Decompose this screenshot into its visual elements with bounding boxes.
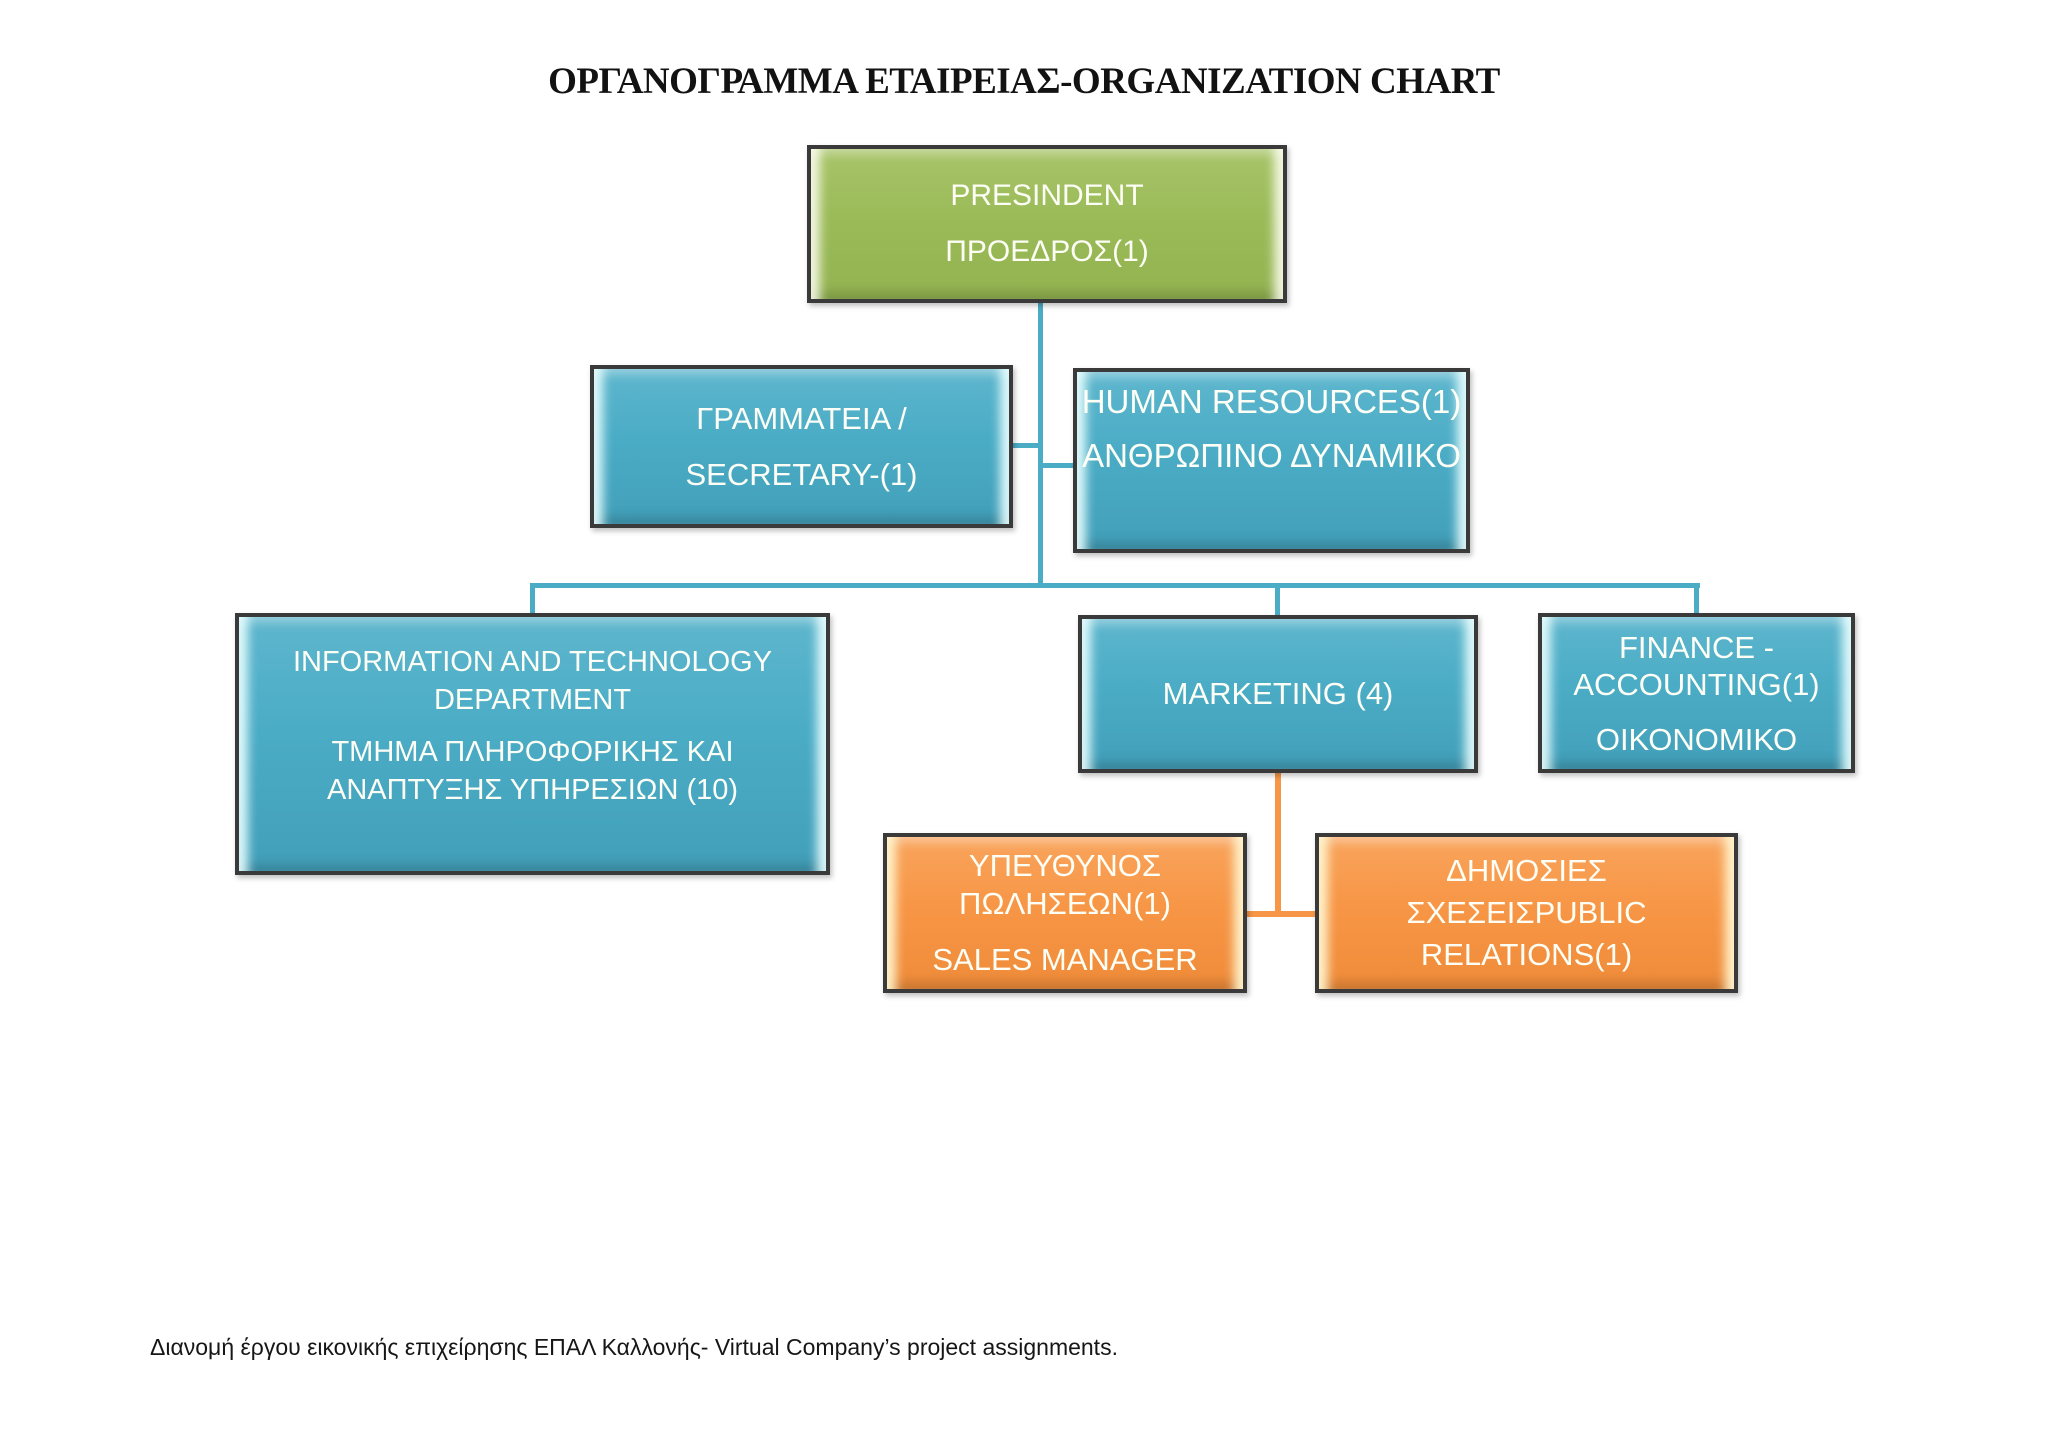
node-text-line: ΥΠΕΥΘΥΝΟΣ xyxy=(968,848,1162,883)
node-text-line: FINANCE - xyxy=(1619,629,1774,665)
node-text-line: DEPARTMENT xyxy=(433,684,632,716)
connector-secretary-stub xyxy=(1010,443,1041,448)
connector-level3-bus xyxy=(530,583,1700,588)
caption-text: Διανομή έργου εικονικής επιχείρησης ΕΠΑΛ… xyxy=(150,1334,1118,1360)
page-title: ΟΡΓΑΝΟΓΡΑΜΜΑ ΕΤΑΙΡΕΙΑΣ-ORGANIZATION CHAR… xyxy=(548,61,1500,102)
node-text-line: RELATIONS(1) xyxy=(1420,937,1633,972)
org-node-public-relations: ΔΗΜΟΣΙΕΣ ΣΧΕΣΕΙΣPUBLIC RELATIONS(1) xyxy=(1315,833,1738,993)
node-text-line: ΔΗΜΟΣΙΕΣ xyxy=(1446,853,1607,888)
connector-drop-marketing xyxy=(1275,586,1280,617)
node-text-line: SECRETARY-(1) xyxy=(685,456,918,492)
node-text-line: HUMAN RESOURCES(1) xyxy=(1081,383,1462,420)
node-text-line: ΣΧΕΣΕΙΣPUBLIC xyxy=(1406,895,1647,930)
connector-hr-stub xyxy=(1041,463,1075,468)
org-node-human-resources: HUMAN RESOURCES(1) ΑΝΘΡΩΠΙΝΟ ΔΥΝΑΜΙΚΟ xyxy=(1073,368,1470,553)
node-text-line: SALES MANAGER xyxy=(932,942,1198,977)
node-text-line: MARKETING (4) xyxy=(1162,676,1394,711)
node-text-line: ΠΡΟΕΔΡΟΣ(1) xyxy=(945,235,1149,268)
node-text-line: PRESINDENT xyxy=(950,179,1144,212)
node-text-line: ΠΩΛΗΣΕΩΝ(1) xyxy=(959,886,1171,921)
connector-sales-pr-horizontal xyxy=(1247,911,1317,917)
org-node-marketing: MARKETING (4) xyxy=(1078,615,1478,773)
org-node-sales-manager: ΥΠΕΥΘΥΝΟΣ ΠΩΛΗΣΕΩΝ(1) SALES MANAGER xyxy=(883,833,1247,993)
node-text-line: INFORMATION AND TECHNOLOGY xyxy=(292,646,773,678)
node-text-line: ΤΜΗΜΑ ΠΛΗΡΟΦΟΡΙΚΗΣ ΚΑΙ xyxy=(331,736,734,768)
node-text-line: ΓΡΑΜΜΑΤΕΙΑ / xyxy=(696,400,907,436)
connector-drop-finance xyxy=(1694,586,1699,615)
connector-drop-it xyxy=(530,586,535,615)
org-node-finance-accounting: FINANCE - ACCOUNTING(1) ΟΙΚΟΝΟΜΙΚΟ xyxy=(1538,613,1855,773)
node-text-line: ΑΝΑΠΤΥΞΗΣ ΥΠΗΡΕΣΙΩΝ (10) xyxy=(326,774,739,806)
org-node-president: PRESINDENT ΠΡΟΕΔΡΟΣ(1) xyxy=(807,145,1287,303)
node-text-line: ΟΙΚΟΝΟΜΙΚΟ xyxy=(1595,721,1798,757)
node-text-line: ACCOUNTING(1) xyxy=(1573,666,1820,702)
node-text-line: ΑΝΘΡΩΠΙΝΟ ΔΥΝΑΜΙΚΟ xyxy=(1082,437,1461,474)
connector-marketing-vertical xyxy=(1275,771,1281,917)
org-node-it-department: INFORMATION AND TECHNOLOGY DEPARTMENT ΤΜ… xyxy=(235,613,830,875)
org-node-secretary: ΓΡΑΜΜΑΤΕΙΑ / SECRETARY-(1) xyxy=(590,365,1013,528)
